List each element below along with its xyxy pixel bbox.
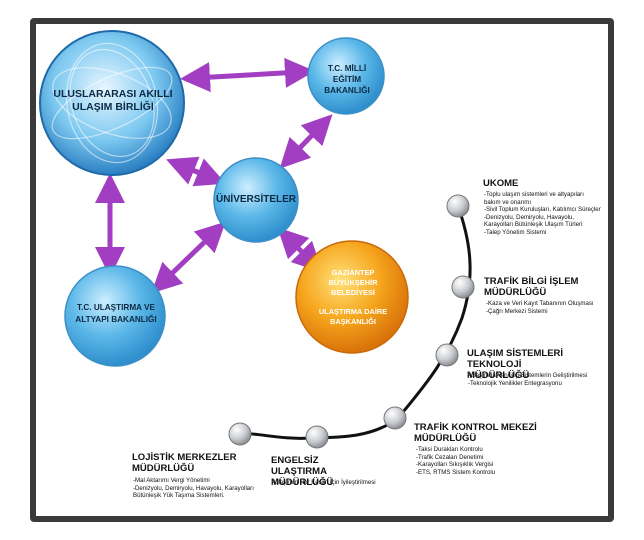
ukome-item: -Talep Yönetim Sistemi (484, 228, 547, 236)
ulastirma-daire-label: ULAŞTIRMA DAİRE BAŞKANLIĞI (318, 307, 388, 326)
uluslararasi-circle (39, 30, 185, 176)
lojistik-item: -Denizyolu, Demiryolu, Havayolu, Karayol… (133, 484, 254, 500)
universiteler-label: ÜNİVERSİTELER (215, 194, 296, 205)
engelsiz-item: -Ulaşımın Her Kesim İçin İyileştirilmesi (272, 479, 376, 486)
trafik-bilgi-item: -Kaza ve Veri Kayıt Tabanının Oluşması (486, 300, 594, 307)
engelsiz-list: -Ulaşımın Her Kesim İçin İyileştirilmesi (272, 479, 408, 487)
timeline-node-ukome (446, 194, 470, 218)
arrow-universiteler-ulastirma (151, 221, 226, 294)
lojistik-list: -Mal Aktarımı Vergi Yönetimi -Denizyolu,… (133, 477, 257, 500)
milliegitim-label: T.C. MİLLİ EĞİTİM BAKANLIĞI (324, 64, 370, 95)
arrow-universiteler-milliegitim (279, 114, 333, 169)
trafik-kontrol-title: TRAFİK KONTROL MEKEZİ MÜDÜRLÜĞÜ (414, 422, 537, 444)
timeline-node-lojistik (228, 422, 252, 446)
timeline-node-ulasim-sistemleri (435, 343, 459, 367)
ukome-title: UKOME (483, 178, 519, 189)
ulasim-sistemleri-item: -Teknolojik Yenilikler Entegrasyonu (468, 379, 562, 387)
universiteler-circle (213, 157, 299, 243)
trafik-kontrol-list: -Taksi Durakları Kontrolu -Trafik Cezala… (416, 446, 546, 476)
lojistik-title: LOJİSTİK MERKEZLER MÜDÜRLÜĞÜ (132, 452, 237, 474)
timeline-node-engelsiz (305, 425, 329, 449)
ulasim-sistemleri-title: ULAŞIM SİSTEMLERİ TEKNOLOJİ MÜDÜRLÜĞÜ (467, 348, 564, 381)
ulastirma-circle (64, 265, 166, 367)
timeline-node-trafik-bilgi (451, 275, 475, 299)
trafik-bilgi-list: -Kaza ve Veri Kayıt Tabanının Oluşması -… (486, 300, 598, 315)
trafik-kontrol-item: -ETS, RTMS Sistem Kontrolu (416, 468, 496, 476)
milliegitim-circle (307, 37, 385, 115)
trafik-bilgi-title: TRAFİK BİLGİ İŞLEM MÜDÜRLÜĞÜ (484, 276, 579, 298)
timeline-node-trafik-kontrol (383, 406, 407, 430)
ulastirma-label: T.C. ULAŞTIRMA VE ALTYAPI BAKANLIĞI (75, 303, 157, 324)
gaziantep-circle (295, 240, 409, 354)
arrow-uluslararasi-milliegitim (180, 57, 315, 93)
ukome-item: -Denizyolu, Demiryolu, Havayolu, Karayol… (484, 213, 583, 229)
gaziantep-label: GAZİANTEP BÜYÜKŞEHİR BELEDİYESİ (328, 268, 378, 297)
trafik-kontrol-item: -Karayolları Sıkışıklık Vergisi (416, 461, 494, 468)
ukome-item: -Toplu ulaşım sistemleri ve altyapıları … (484, 191, 584, 206)
arrow-universiteler-gaziantep (277, 227, 323, 273)
trafik-kontrol-item: -Trafik Cezaları Denetimi (416, 453, 484, 461)
trafik-kontrol-item: -Taksi Durakları Kontrolu (416, 446, 483, 453)
ukome-item: -Sivil Toplum Kuruluşları, Katılımcı Sür… (484, 206, 601, 213)
ukome-list: -Toplu ulaşım sistemleri ve altyapıları … (484, 191, 602, 236)
lojistik-item: -Mal Aktarımı Vergi Yönetimi (133, 477, 210, 484)
connector-arrows (95, 57, 333, 294)
ulasim-sistemleri-item: -Ulaşımda Yenilikçi Sistemlerin Geliştir… (468, 372, 588, 379)
trafik-bilgi-item: -Çağrı Merkezi Sistemi (486, 307, 548, 315)
ulasim-sistemleri-list: -Ulaşımda Yenilikçi Sistemlerin Geliştir… (468, 372, 608, 387)
uluslararasi-label: ULUSLARARASI AKILLI ULAŞIM BİRLİĞİ (53, 88, 173, 113)
globe-swirl-icon (51, 42, 173, 164)
arrow-uluslararasi-universiteler (166, 156, 226, 187)
engelsiz-title: ENGELSİZ ULAŞTIRMA MÜDÜRLÜĞÜ (271, 455, 334, 488)
